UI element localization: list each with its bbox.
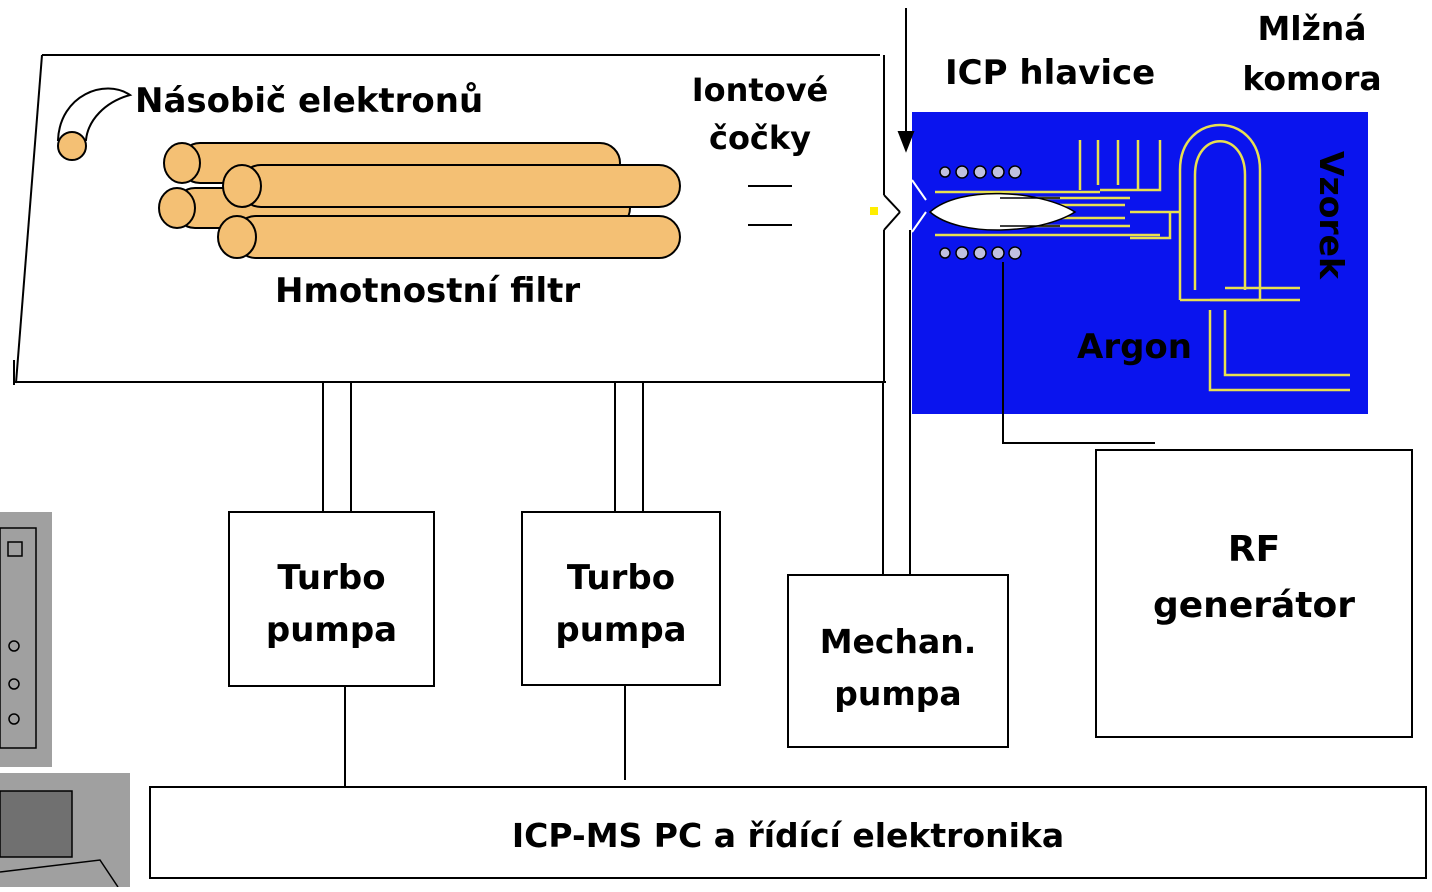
mech-pump-label-line1: Mechan. [819,622,977,661]
rf-generator-label-line1: RF [1227,529,1281,570]
mass-filter-label: Hmotnostní filtr [275,271,581,311]
spray-chamber-label: Mlžná komora [1232,4,1392,104]
icp-head-label: ICP hlavice [945,53,1156,93]
ion-lenses-label: Iontové čočky [670,66,850,162]
ion-lenses-label-line2: čočky [708,119,812,157]
turbo-pump-1-label: Turbo pumpa [229,552,434,656]
ion-lenses-label-line1: Iontové [691,71,829,109]
plasma [928,192,1077,231]
turbo-pump-1-box [228,511,435,687]
rf-generator-label: RF generátor [1096,522,1412,634]
turbo-pump-1-label-line1: Turbo [277,558,386,598]
component-boxes [149,449,1427,879]
mech-pump-box [787,574,1009,748]
spray-chamber-label-line1: Mlžná [1257,9,1367,48]
pump-tubes [322,230,911,575]
electron-multiplier [56,87,133,161]
argon-label: Argon [1077,327,1192,367]
rf-lead [1002,262,1155,444]
turbo-pump-2-label-line2: pumpa [555,610,687,650]
spray-chamber-label-line2: komora [1242,59,1382,98]
vacuum-chamber [13,54,901,385]
turbo-pump-2-label-line1: Turbo [566,558,676,598]
rf-coil [939,165,1022,260]
control-links [344,685,626,787]
inlet-arrow [897,8,915,153]
turbo-pump-1-label-line2: pumpa [265,610,398,650]
mech-pump-label: Mechan. pumpa [788,616,1008,720]
mech-pump-label-line2: pumpa [834,674,962,713]
icp-torch-panel [912,112,1368,414]
spark-marker [870,207,878,215]
turbo-pump-2-box [521,511,721,686]
mass-filter-rods [158,142,681,259]
sampler-cone [911,179,927,233]
electron-multiplier-label: Násobič elektronů [135,81,484,121]
rf-generator-box [1095,449,1413,738]
computer-icon [0,512,130,888]
torch-glassware [935,123,1350,392]
ion-lenses [748,185,792,226]
rf-generator-label-line2: generátor [1153,585,1355,626]
pc-electronics-label: ICP-MS PC a řídící elektronika [511,816,1065,855]
pc-electronics-box [149,786,1427,879]
sample-label: Vzorek [1312,150,1351,280]
turbo-pump-2-label: Turbo pumpa [522,552,720,656]
